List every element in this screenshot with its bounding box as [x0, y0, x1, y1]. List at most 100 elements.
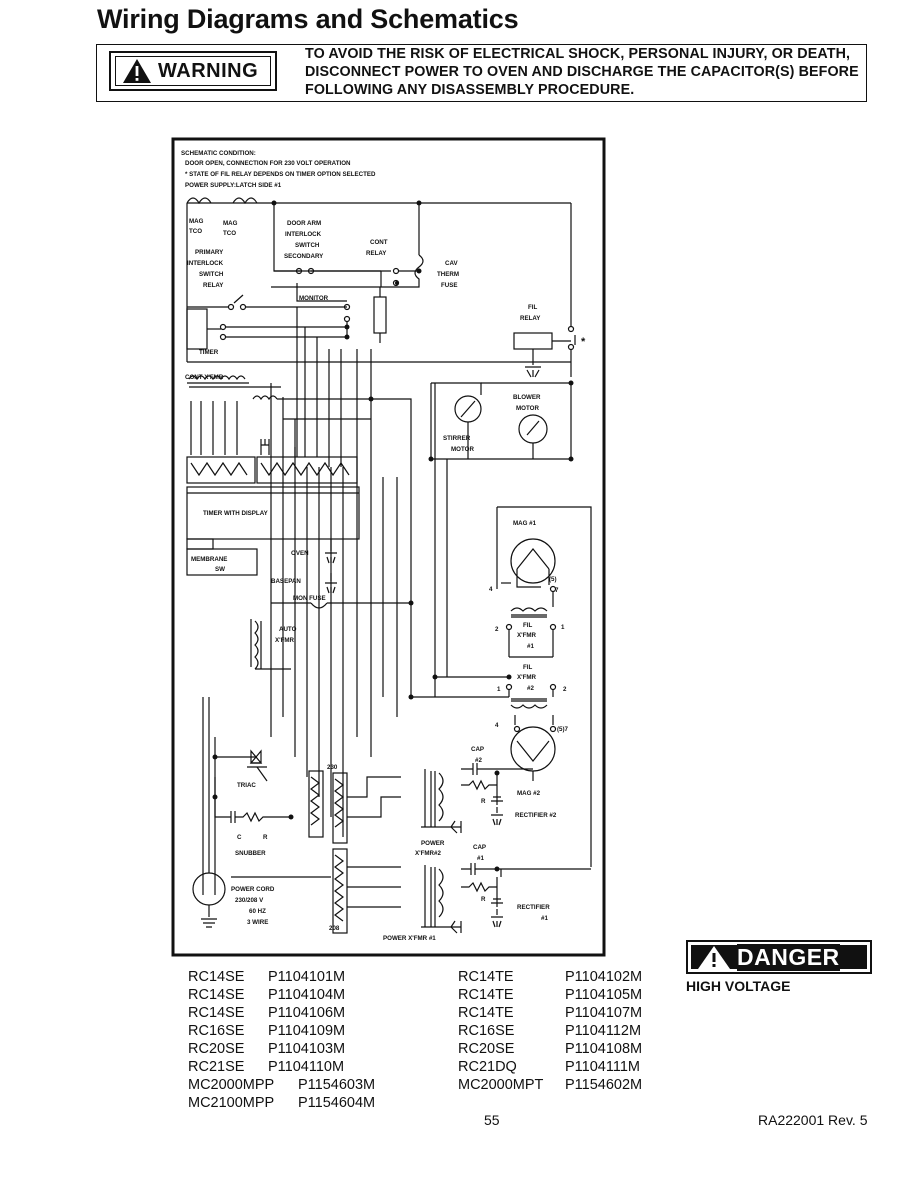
snubber-r-label: R	[263, 834, 268, 841]
fil-xfmr1-label: X'FMR	[517, 632, 537, 639]
pin-label: 4	[495, 722, 499, 729]
auto-xfmr-label: X'FMR	[275, 637, 295, 644]
primary-interlock-label: INTERLOCK	[187, 260, 224, 267]
warning-line: FOLLOWING ANY DISASSEMBLY PROCEDURE.	[305, 82, 635, 98]
rectifier2-label: RECTIFIER #2	[515, 812, 557, 819]
basepan-ground-label: BASEPAN	[271, 578, 301, 585]
danger-badge: DANGER	[686, 940, 872, 974]
fil-xfmr1-label: #1	[527, 643, 534, 650]
fil-relay-asterisk: *	[581, 336, 586, 348]
warning-text: TO AVOID THE RISK OF ELECTRICAL SHOCK, P…	[305, 45, 865, 99]
pin-label: 4	[489, 586, 493, 593]
pin-label: (5)	[549, 576, 557, 583]
schematic-condition-title: SCHEMATIC CONDITION:	[181, 150, 256, 157]
rectifier1-label: RECTIFIER	[517, 904, 550, 911]
primary-interlock-label: PRIMARY	[195, 249, 224, 256]
stirrer-motor-label: STIRRER	[443, 435, 471, 442]
resistor-label: R	[481, 896, 486, 903]
danger-triangle-icon	[698, 946, 730, 969]
cont-relay-label: CONT	[370, 239, 388, 246]
power-xfmr2-label: POWER	[421, 840, 445, 847]
resistor-label: R	[481, 798, 486, 805]
blower-motor-label: MOTOR	[516, 405, 539, 412]
mag-tco-label: TCO	[189, 228, 202, 235]
mag2-label: MAG #2	[517, 790, 541, 797]
cav-therm-fuse-label: THERM	[437, 271, 459, 278]
document-code: RA222001 Rev. 5	[758, 1112, 868, 1128]
timer-display-label: TIMER WITH DISPLAY	[203, 510, 269, 517]
pin-label: 2	[495, 626, 499, 633]
schematic-condition-line: * STATE OF FIL RELAY DEPENDS ON TIMER OP…	[185, 171, 376, 178]
power-cord-label: 230/208 V	[235, 897, 264, 904]
cav-therm-fuse-label: FUSE	[441, 282, 458, 289]
triac-label: TRIAC	[237, 782, 256, 789]
mag-tco-label: MAG	[189, 218, 204, 225]
cont-xfmr-label: CONT X'FMR	[185, 374, 224, 381]
primary-interlock-label: SWITCH	[199, 271, 224, 278]
snubber-c-label: C	[237, 834, 242, 841]
monitor-label: MONITOR	[299, 295, 329, 302]
fil-xfmr2-label: X'FMR	[517, 674, 537, 681]
door-interlock-label: SECONDARY	[284, 253, 324, 260]
door-interlock-label: SWITCH	[295, 242, 320, 249]
stirrer-motor-label: MOTOR	[451, 446, 474, 453]
pin-label: 2	[563, 686, 567, 693]
auto-xfmr-label: AUTO	[279, 626, 297, 633]
oven-ground-label: OVEN	[291, 550, 309, 557]
pin-label: 1	[497, 686, 501, 693]
blower-motor-label: BLOWER	[513, 394, 541, 401]
mag-tco-label: MAG	[223, 220, 238, 227]
warning-triangle-icon	[123, 59, 151, 83]
door-interlock-label: INTERLOCK	[285, 231, 322, 238]
power-cord-label: 3 WIRE	[247, 919, 268, 926]
warning-badge: WARNING	[109, 51, 277, 91]
fil-xfmr2-label: #2	[527, 685, 534, 692]
voltage-tap-label: 208	[329, 925, 340, 932]
warning-box: WARNING TO AVOID THE RISK OF ELECTRICAL …	[96, 44, 867, 102]
power-cord-label: POWER CORD	[231, 886, 275, 893]
danger-subtitle: HIGH VOLTAGE	[686, 978, 791, 994]
cap2-label: CAP	[471, 746, 484, 753]
warning-line: TO AVOID THE RISK OF ELECTRICAL SHOCK, P…	[305, 46, 851, 62]
cap1-label: #1	[477, 855, 484, 862]
power-cord-label: 60 HZ	[249, 908, 266, 915]
pin-label: 7	[555, 587, 559, 594]
pin-label: (5)7	[557, 726, 569, 733]
schematic-condition-line: POWER SUPPLY:LATCH SIDE #1	[185, 182, 282, 189]
page-number: 55	[484, 1112, 500, 1128]
mag-tco-label: TCO	[223, 230, 236, 237]
door-interlock-label: DOOR ARM	[287, 220, 321, 227]
warning-label: WARNING	[158, 59, 259, 82]
voltage-tap-label: 230	[327, 764, 338, 771]
wiring-schematic: SCHEMATIC CONDITION: DOOR OPEN, CONNECTI…	[171, 137, 606, 957]
pin-label: 1	[561, 624, 565, 631]
membrane-label: SW	[215, 566, 225, 573]
primary-interlock-label: RELAY	[203, 282, 224, 289]
schematic-condition-line: DOOR OPEN, CONNECTION FOR 230 VOLT OPERA…	[185, 160, 351, 167]
fil-xfmr2-label: FIL	[523, 664, 532, 671]
snubber-label: SNUBBER	[235, 850, 266, 857]
cap2-label: #2	[475, 757, 482, 764]
cont-relay-label: RELAY	[366, 250, 387, 257]
fil-relay-label: FIL	[528, 304, 537, 311]
timer-label: TIMER	[199, 349, 219, 356]
fil-relay-label: RELAY	[520, 315, 541, 322]
power-xfmr2-label: X'FMR#2	[415, 850, 441, 857]
membrane-label: MEMBRANE	[191, 556, 227, 563]
cav-therm-fuse-label: CAV	[445, 260, 458, 267]
danger-label: DANGER	[737, 943, 840, 971]
